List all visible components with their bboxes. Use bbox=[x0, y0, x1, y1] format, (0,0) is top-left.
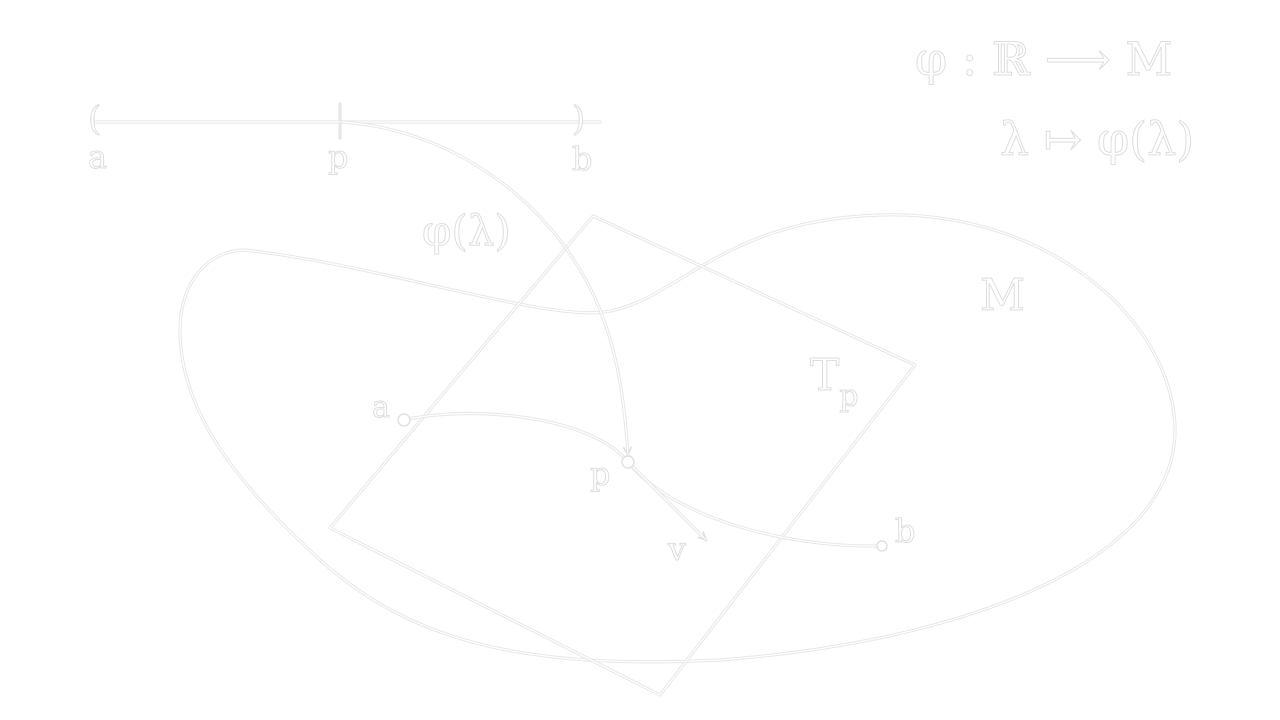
tangent-space-label: Tp bbox=[810, 350, 859, 414]
manifold-curve bbox=[402, 412, 884, 548]
point-b-label: b bbox=[895, 512, 915, 550]
tangent-plane bbox=[328, 214, 917, 697]
map-definition-line2: λ ↦ φ(λ) bbox=[1000, 112, 1194, 166]
interval-left-bracket: ( bbox=[88, 99, 101, 139]
point-p-label: p bbox=[590, 455, 610, 493]
point-a-label: a bbox=[372, 390, 390, 425]
vector-v-label: v bbox=[667, 530, 686, 568]
tangent-space-label-subscript: p bbox=[839, 379, 858, 414]
interval-right-bracket: ) bbox=[572, 99, 585, 139]
point-b bbox=[876, 540, 888, 552]
interval-label-p: p bbox=[328, 138, 348, 176]
point-p bbox=[621, 455, 635, 469]
map-arrow bbox=[340, 120, 633, 457]
interval-label-a: a bbox=[88, 138, 107, 176]
interval-label-b: b bbox=[572, 140, 592, 178]
tangent-vector bbox=[626, 460, 708, 542]
tangent-space-label-main: T bbox=[810, 350, 839, 401]
manifold-label: M bbox=[980, 270, 1025, 321]
manifold-outline bbox=[178, 213, 1177, 664]
point-a bbox=[397, 413, 411, 427]
curve-label: φ(λ) bbox=[422, 206, 511, 255]
map-definition-line1: φ : ℝ ⟶ M bbox=[915, 32, 1172, 86]
